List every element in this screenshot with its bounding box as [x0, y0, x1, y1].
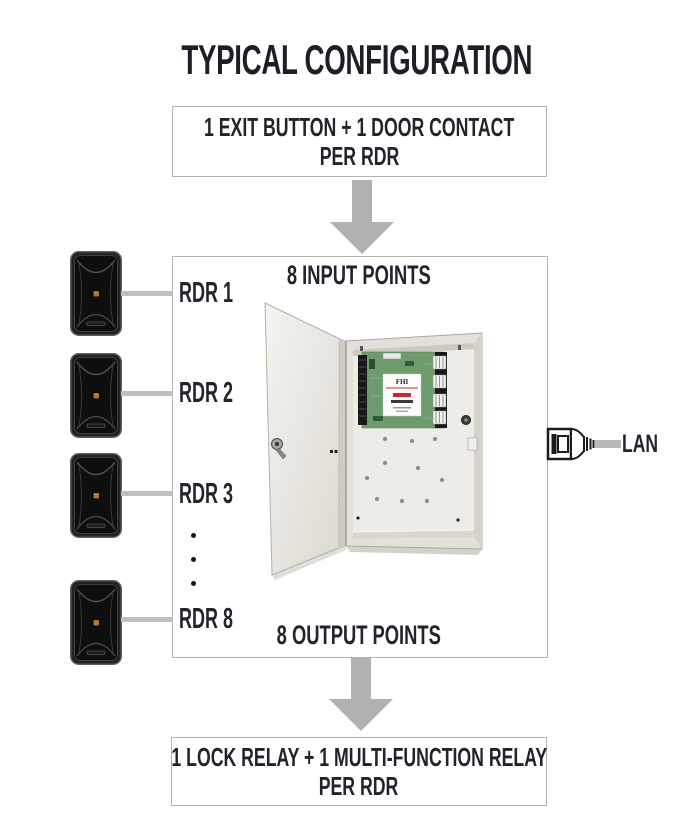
ellipsis-dot: [191, 533, 196, 538]
card-reader-icon: [70, 251, 122, 336]
card-reader-icon: [70, 453, 122, 538]
top-box-line1: 1 EXIT BUTTON + 1 DOOR CONTACT: [204, 111, 515, 142]
page-title-text: TYPICAL CONFIGURATION: [181, 36, 533, 83]
cabinet-tamper-switch: [467, 437, 478, 451]
reader-label-2: RDR 2: [179, 377, 233, 409]
reader-connection-line: [121, 617, 173, 622]
down-arrow-icon: [329, 657, 393, 731]
input-points-label: 8 INPUT POINTS: [287, 260, 431, 290]
door-shadow: [272, 545, 346, 580]
card-reader-icon: [70, 353, 122, 438]
reader-connection-line: [121, 391, 173, 396]
controller-pcb: FHI: [358, 351, 447, 429]
rj45-plug-icon: [546, 427, 621, 461]
bottom-box-line2: PER RDR: [319, 770, 399, 801]
top-box-line2: PER RDR: [319, 140, 400, 171]
pcb-label: FHI: [382, 373, 422, 417]
door-key: [275, 447, 287, 460]
card-reader-icon: [70, 580, 122, 665]
reader-label-1: RDR 1: [179, 277, 233, 309]
reader-connection-line: [121, 291, 173, 296]
exit-button-door-contact-box: 1 EXIT BUTTON + 1 DOOR CONTACT PER RDR: [172, 106, 547, 177]
bottom-box-line1: 1 LOCK RELAY + 1 MULTI-FUNCTION RELAY: [171, 741, 547, 772]
pcb-logo-text: FHI: [396, 378, 409, 386]
enclosure-door: [264, 302, 347, 576]
page-title: TYPICAL CONFIGURATION: [37, 36, 677, 84]
controller-enclosure-image: FHI: [264, 302, 483, 580]
ellipsis-dot: [191, 581, 196, 586]
reader-label-3: RDR 3: [179, 478, 233, 510]
reader-label-8: RDR 8: [179, 603, 233, 635]
lock-relay-box: 1 LOCK RELAY + 1 MULTI-FUNCTION RELAY PE…: [171, 737, 547, 806]
output-points-label: 8 OUTPUT POINTS: [276, 620, 442, 650]
ellipsis-dot: [191, 557, 196, 562]
reader-connection-line: [121, 491, 173, 496]
down-arrow-icon: [330, 180, 394, 254]
lan-label: LAN: [622, 430, 658, 458]
lan-cable-line: [595, 440, 621, 448]
